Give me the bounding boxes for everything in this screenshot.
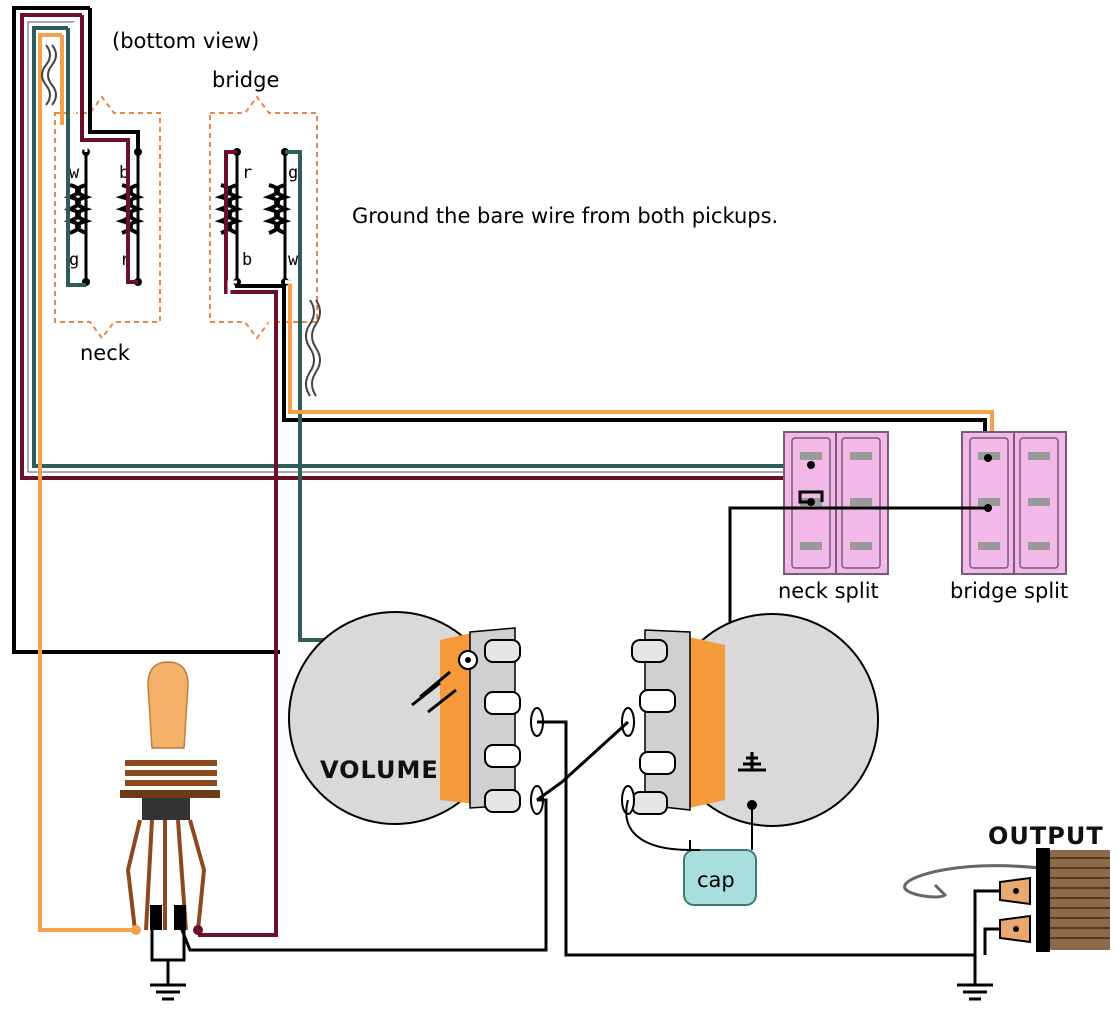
output-label: OUTPUT — [988, 822, 1104, 850]
volume-pot[interactable]: VOLUME — [288, 611, 544, 825]
neck-coil-right-top-letter: b — [119, 163, 129, 183]
volume-label: VOLUME — [320, 756, 439, 784]
neck-pickup-outline — [54, 95, 161, 340]
neck-coil-left-top-letter: w — [69, 163, 80, 183]
neck-coil-left-bottom-letter: g — [69, 250, 79, 270]
bridge-coil-right-bottom-letter: w — [288, 250, 299, 270]
cap-label: cap — [697, 868, 735, 892]
bridge-pickup-outline — [209, 95, 318, 340]
neck-coil-right-bottom-letter: r — [120, 250, 130, 270]
bridge-coil-right-top-letter: g — [288, 163, 298, 183]
bridge-coil-left-top-letter: r — [242, 163, 252, 183]
bridge-coil-right — [262, 148, 292, 286]
neck-split-label: neck split — [778, 579, 879, 603]
neck-pickup-label: neck — [80, 341, 131, 365]
pickup-selector-switch[interactable] — [120, 661, 220, 1001]
bridge-split-label: bridge split — [950, 579, 1068, 603]
bridge-split-switch[interactable] — [961, 431, 1067, 575]
bridge-pickup-label: bridge — [212, 68, 279, 92]
tone-capacitor: cap — [625, 799, 757, 906]
neck-wire-bundle — [12, 6, 800, 932]
bridge-coil-left-bottom-letter: b — [242, 250, 252, 270]
output-jack[interactable]: OUTPUT — [903, 822, 1110, 1001]
view-note: (bottom view) — [112, 29, 259, 53]
ground-instruction: Ground the bare wire from both pickups. — [352, 204, 778, 228]
tone-pot[interactable] — [621, 613, 879, 827]
